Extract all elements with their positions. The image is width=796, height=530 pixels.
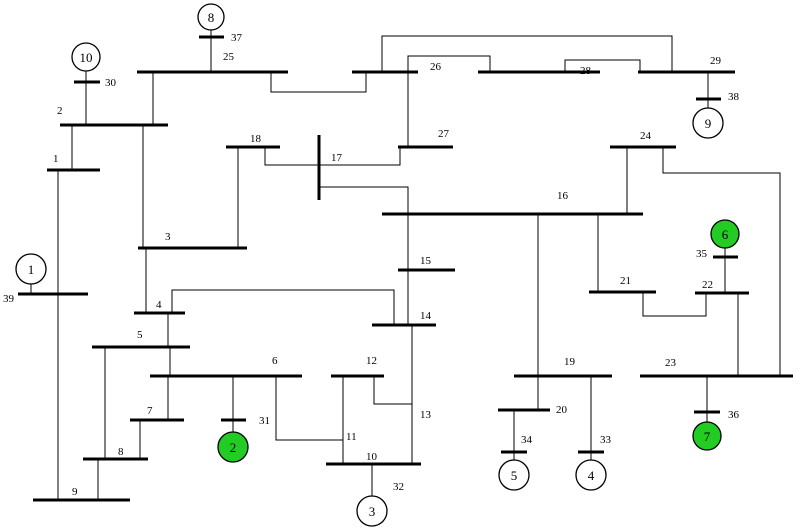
generator-7: 7 — [692, 421, 722, 451]
bus-label-8: 8 — [118, 446, 124, 458]
generator-label: 4 — [588, 468, 595, 483]
bus-label-31: 31 — [259, 415, 270, 427]
bus-label-25: 25 — [223, 51, 235, 63]
bus-label-35: 35 — [696, 248, 708, 260]
bus-label-24: 24 — [640, 130, 652, 142]
line-6-11 — [275, 376, 343, 441]
bus-label-36: 36 — [728, 409, 740, 421]
bus-label-13: 13 — [420, 409, 432, 421]
bus-label-37: 37 — [231, 32, 243, 44]
line-13-12 — [373, 376, 412, 405]
bus-label-30: 30 — [105, 77, 117, 89]
bus-label-18: 18 — [250, 133, 262, 145]
bus-label-20: 20 — [556, 404, 568, 416]
generator-10: 10 — [71, 42, 101, 72]
line-4-14 — [171, 289, 395, 325]
generator-circle — [15, 253, 47, 285]
generator-2: 2 — [217, 431, 249, 463]
bus-label-17: 17 — [331, 152, 343, 164]
bus-label-9: 9 — [72, 486, 78, 498]
transmission-lines — [30, 35, 781, 500]
bus-label-14: 14 — [420, 310, 432, 322]
bus-label-3: 3 — [165, 231, 171, 243]
line-28-29 — [564, 59, 641, 72]
line-21-22 — [642, 292, 707, 317]
bus-labels: 1 2 3 4 5 6 7 8 9 10 11 12 13 14 15 16 1… — [3, 32, 740, 498]
generator-circle — [692, 107, 724, 139]
generator-circle — [197, 3, 225, 31]
generator-label: 10 — [80, 50, 93, 65]
generators: 1 2 3 4 5 6 7 8 — [15, 3, 740, 527]
line-17-16 — [319, 186, 409, 214]
bus-label-19: 19 — [564, 356, 576, 368]
generator-label: 3 — [369, 504, 376, 519]
bus-label-2: 2 — [57, 105, 63, 117]
generator-8: 8 — [197, 3, 225, 31]
bus-label-38: 38 — [728, 91, 740, 103]
bus-label-4: 4 — [156, 299, 162, 311]
line-24-23 — [662, 147, 781, 376]
generator-label: 8 — [208, 10, 215, 25]
generator-circle — [692, 421, 722, 451]
bus-label-26: 26 — [430, 61, 442, 73]
generator-label: 1 — [28, 262, 35, 277]
generator-3: 3 — [356, 495, 388, 527]
line-25-26 — [270, 72, 367, 93]
bus-label-11: 11 — [346, 431, 357, 443]
generator-1: 1 — [15, 253, 47, 285]
bus-label-6: 6 — [272, 355, 278, 367]
generator-label: 9 — [705, 116, 712, 131]
generator-5: 5 — [498, 459, 530, 491]
bus-label-12: 12 — [366, 355, 377, 367]
generator-circle — [217, 431, 249, 463]
bus-label-23: 23 — [665, 357, 677, 369]
bus-label-21: 21 — [620, 275, 631, 287]
generator-circle — [575, 459, 607, 491]
bus-label-16: 16 — [557, 190, 569, 202]
bus-label-39: 39 — [3, 293, 15, 305]
generator-label: 5 — [511, 468, 518, 483]
bus-label-15: 15 — [420, 255, 432, 267]
generator-circle — [710, 219, 740, 249]
bus-label-28: 28 — [580, 65, 592, 77]
bus-label-34: 34 — [521, 434, 533, 446]
bus-label-29: 29 — [710, 55, 722, 67]
bus-label-27: 27 — [438, 128, 450, 140]
line-17-18 — [264, 147, 319, 166]
bus-label-32: 32 — [393, 481, 404, 493]
bus-label-7: 7 — [147, 405, 153, 417]
bus-bars — [18, 35, 793, 502]
generator-circle — [498, 459, 530, 491]
generator-circle — [71, 42, 101, 72]
bus-label-22: 22 — [702, 279, 713, 291]
generator-4: 4 — [575, 459, 607, 491]
line-26-29 — [381, 35, 673, 72]
bus-label-1: 1 — [53, 153, 59, 165]
generator-label: 6 — [722, 227, 729, 242]
generator-label: 2 — [230, 440, 237, 455]
generator-label: 7 — [704, 429, 711, 444]
generator-circle — [356, 495, 388, 527]
line-17-27 — [319, 147, 401, 166]
bus-label-33: 33 — [600, 434, 612, 446]
bus-label-5: 5 — [137, 329, 143, 341]
line-26-28 — [407, 55, 491, 72]
generator-6: 6 — [710, 219, 740, 249]
generator-9: 9 — [692, 107, 724, 139]
bus-label-10: 10 — [366, 451, 378, 463]
